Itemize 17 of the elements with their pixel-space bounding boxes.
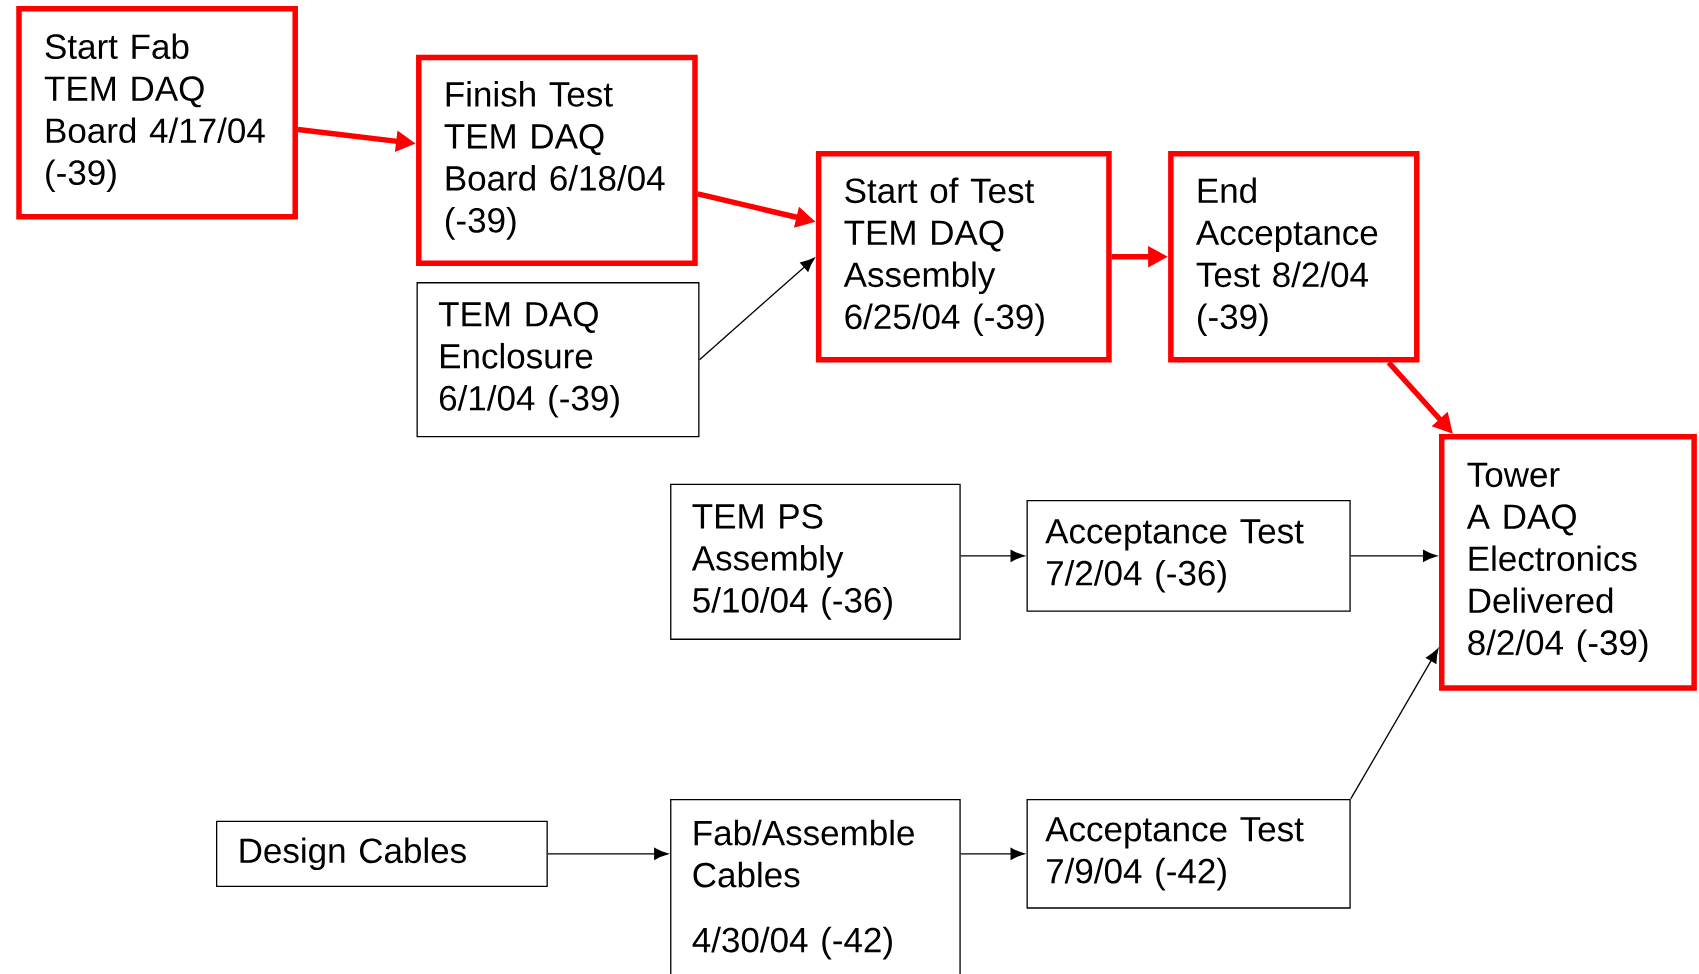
milestone-box: Finish Test TEM DAQ Board 6/18/04 (-39) — [416, 54, 698, 267]
milestone-box: Start of Test TEM DAQ Assembly 6/25/04 (-39) — [815, 151, 1112, 363]
milestone-box: Tower A DAQ Electronics Delivered 8/2/04 (-39) — [1438, 433, 1697, 691]
arrow — [960, 549, 1025, 562]
arrow — [698, 257, 815, 361]
arrow — [1350, 549, 1438, 562]
task-box: Acceptance Test 7/9/04 (-42) — [1026, 798, 1351, 909]
arrow — [960, 847, 1025, 860]
task-box: TEM DAQ Enclosure 6/1/04 (-39) — [416, 282, 700, 438]
task-box: TEM PS Assembly 5/10/04 (-36) — [670, 483, 961, 640]
arrow — [547, 847, 669, 860]
task-box: Fab/Assemble Cables 4/30/04 (-42) — [670, 799, 961, 974]
milestone-box: Start Fab TEM DAQ Board 4/17/04 (-39) — [16, 5, 298, 220]
milestone-box: End Acceptance Test 8/2/04 (-39) — [1168, 151, 1420, 363]
task-box: Acceptance Test 7/2/04 (-36) — [1026, 500, 1351, 612]
arrow — [1350, 648, 1439, 800]
task-box: Design Cables — [216, 820, 548, 887]
